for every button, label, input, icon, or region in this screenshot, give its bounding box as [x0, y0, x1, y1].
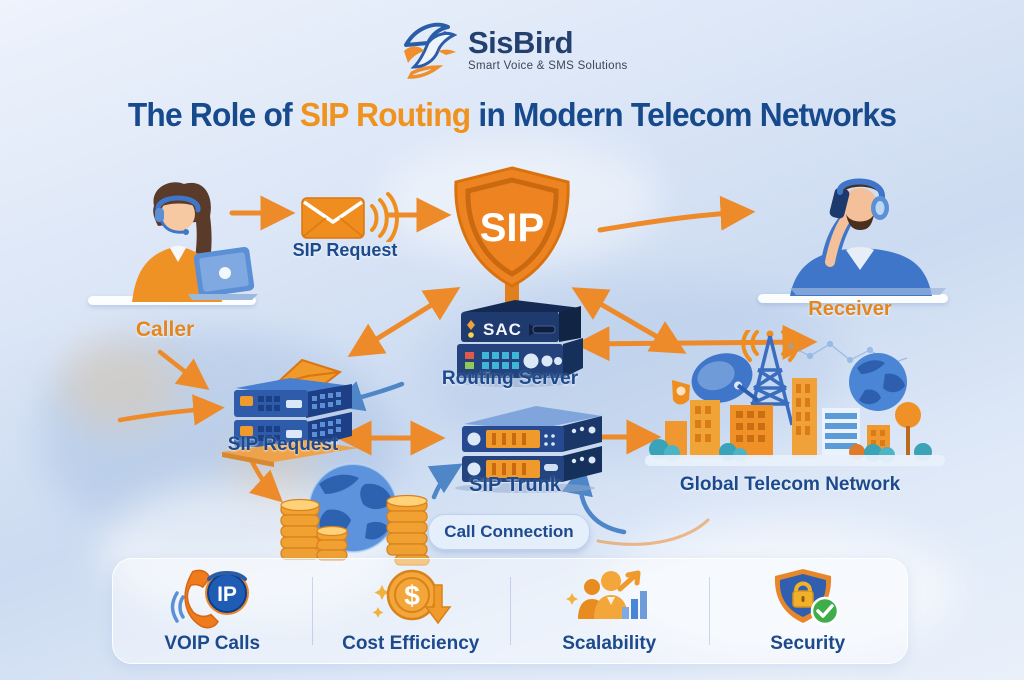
- arrow-server-shield-left: [347, 287, 461, 357]
- voip-phone-ip-icon: IP: [171, 569, 250, 629]
- title-highlight: SIP Routing: [299, 96, 471, 133]
- dollar-coin-down-arrow-icon: $: [372, 569, 452, 625]
- receiver-illustration: [790, 178, 946, 296]
- globe-coins-icon: [280, 463, 430, 566]
- feature-label: VOIP Calls: [164, 633, 261, 654]
- sip-trunk-server-icon: [455, 406, 602, 493]
- caller-illustration: [132, 182, 258, 302]
- server-badge-text: SAC: [483, 320, 522, 339]
- radio-tower: [741, 330, 799, 426]
- feature-label: Scalability: [562, 633, 657, 654]
- feature-security: Security: [708, 559, 908, 663]
- global-network-label: Global Telecom Network: [679, 474, 901, 495]
- arrow-shield-to-receiver: [597, 195, 756, 233]
- routing-server-label: Routing Server: [441, 368, 579, 389]
- shield-lock-check-icon: [774, 569, 839, 626]
- curve-connection-network: [596, 518, 710, 546]
- logo: SisBird Smart Voice & SMS Solutions: [398, 14, 628, 86]
- call-connection-label: Call Connection: [444, 522, 574, 541]
- logo-tagline: Smart Voice & SMS Solutions: [468, 60, 628, 72]
- feature-label: Cost Efficiency: [342, 633, 480, 654]
- city-buildings: [665, 378, 890, 458]
- arrow-curve-to-trunk-left: [427, 463, 463, 500]
- logo-name: SisBird: [468, 25, 574, 60]
- caller-label: Caller: [135, 318, 195, 341]
- ip-badge-text: IP: [217, 583, 237, 606]
- feature-voip-calls: IP VOIP Calls: [113, 559, 312, 663]
- feature-scalability: Scalability: [510, 559, 709, 663]
- bird-logo-icon: [404, 22, 458, 79]
- feature-cost-efficiency: $ Cost Efficiency: [311, 559, 511, 663]
- feature-label: Security: [770, 633, 846, 654]
- city-telecom-icon: [645, 330, 945, 466]
- routing-server-icon: SAC: [455, 300, 583, 387]
- sip-shield-icon: SIP: [454, 166, 570, 310]
- receiver-label: Receiver: [808, 298, 892, 320]
- coin-stack-small: [316, 525, 348, 561]
- receiver-desk: [758, 294, 948, 303]
- sip-request-server-icon: [222, 358, 358, 467]
- arrow-caller-to-server-2: [117, 394, 225, 426]
- arrow-connection-to-trunk: [561, 463, 627, 535]
- coin-stack-left: [280, 498, 320, 560]
- coin-stack-right: [386, 494, 430, 566]
- people-growth-chart-icon: [566, 570, 648, 619]
- features-panel: IP VOIP Calls $ Cost Efficiency: [112, 558, 908, 664]
- sip-request-label: SIP Request: [292, 240, 398, 260]
- satellite-dish: [691, 353, 759, 403]
- dollar-symbol: $: [404, 580, 420, 611]
- call-connection-pill: Call Connection: [428, 514, 590, 550]
- shield-sip-text: SIP: [480, 206, 544, 250]
- sip-request-server-label: SIP Request: [227, 434, 339, 455]
- arrow-caller-to-server-1: [157, 349, 210, 391]
- page-title: The Role of SIP Routing in Modern Teleco…: [20, 96, 1003, 134]
- title-part2: in Modern Telecom Networks: [470, 96, 897, 133]
- sip-trunk-label: SIP Trunk: [469, 474, 561, 496]
- envelope-signal-icon: [301, 192, 399, 242]
- title-part1: The Role of: [127, 96, 300, 133]
